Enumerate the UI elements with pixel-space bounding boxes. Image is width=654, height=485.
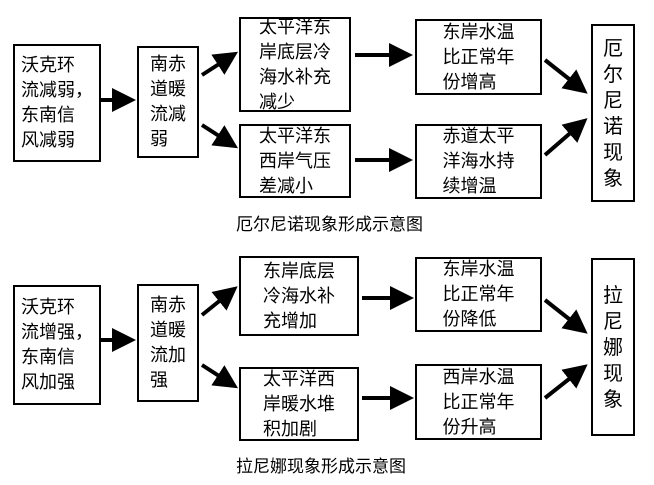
- ln-box-west-temp-rise: 西岸水温 比正常年 份升高: [415, 364, 542, 440]
- ln-box-la-nina: 拉 尼 娜 现 象: [591, 258, 635, 436]
- ln-box-west-warm-pile: 太平洋西 岸暖水堆 积加剧: [239, 367, 359, 441]
- ln-box-cold-water-increase: 东岸底层 冷海水补 充增加: [239, 256, 359, 336]
- ln-caption: 拉尼娜现象形成示意图: [236, 457, 406, 477]
- arrow-ln-2-3: [200, 286, 238, 317]
- arrow-ln-6-7: [543, 364, 588, 400]
- arrow-ln-5-7: [543, 298, 588, 334]
- arrow-en-5-7: [543, 58, 588, 94]
- en-caption: 厄尔尼诺现象形成示意图: [236, 215, 423, 235]
- arrow-en-6-7: [543, 118, 588, 157]
- arrow-en-2-4: [200, 123, 239, 149]
- en-box-walker-weaken: 沃克环 流减弱， 东南信 风减弱: [13, 44, 101, 162]
- ln-box-walker-strengthen: 沃克环 流增强， 东南信 风加强: [13, 285, 101, 405]
- en-box-el-nino: 厄 尔 尼 诺 现 象: [591, 24, 635, 202]
- en-box-pressure-diff: 太平洋东 西岸气压 差减小: [239, 124, 351, 198]
- en-box-equator-warming: 赤道太平 洋海水持 续增温: [415, 124, 542, 199]
- en-box-warm-current-weaken: 南赤 道暖 流减 弱: [137, 46, 199, 158]
- arrow-ln-2-4: [200, 363, 239, 389]
- ln-box-warm-current-strengthen: 南赤 道暖 流加 强: [137, 284, 199, 402]
- ln-box-east-temp-drop: 东岸水温 比正常年 份降低: [415, 257, 542, 332]
- en-box-cold-water-reduce: 太平洋东 岸底层冷 海水补充 减少: [239, 17, 351, 113]
- en-box-east-temp-rise: 东岸水温 比正常年 份增高: [415, 19, 542, 95]
- arrow-en-2-3: [200, 51, 239, 77]
